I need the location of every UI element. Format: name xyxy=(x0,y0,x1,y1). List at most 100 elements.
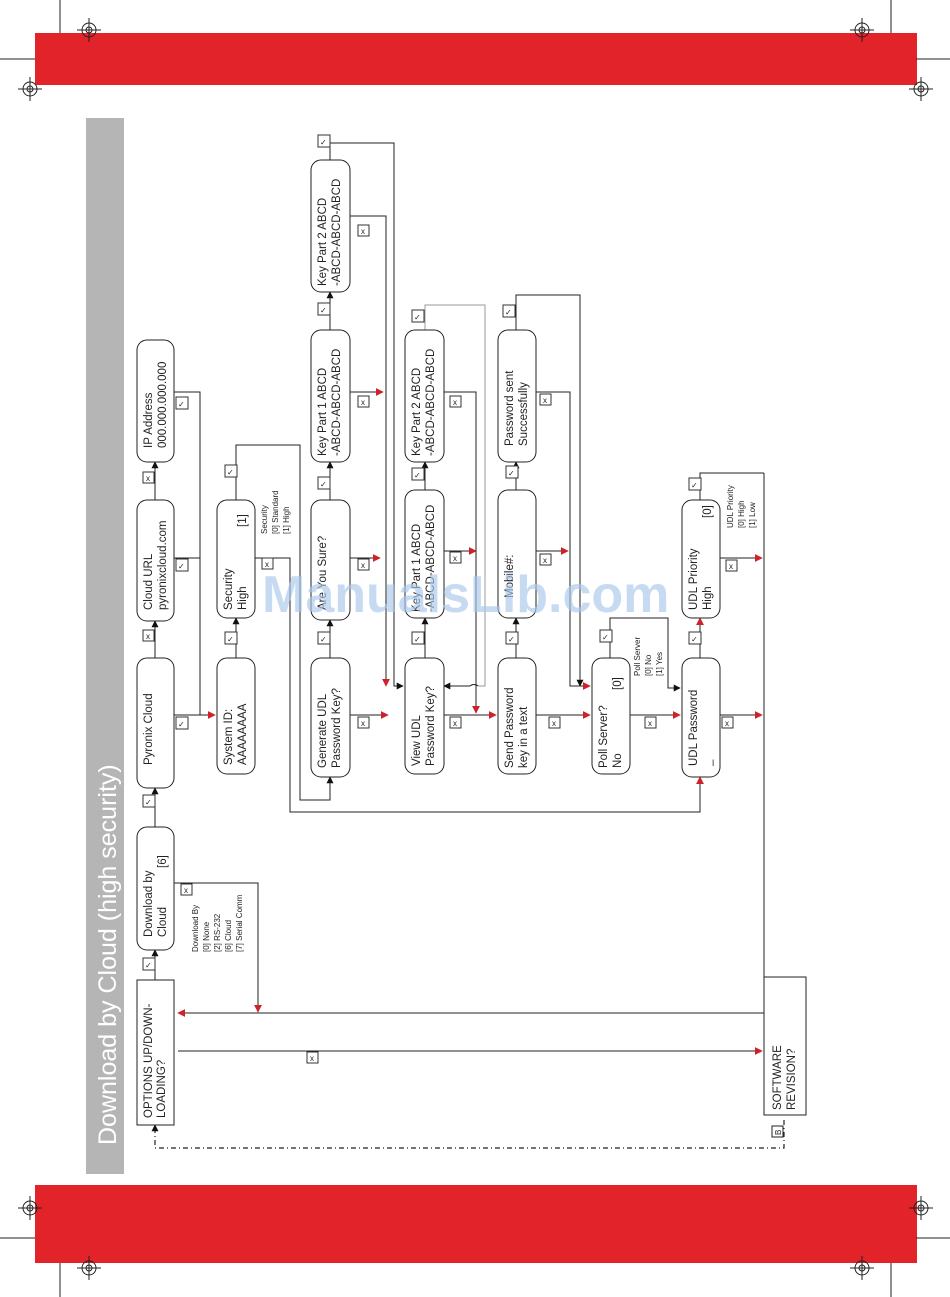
svg-text:x: x xyxy=(146,632,150,641)
sec-opt-1: [0] Standard xyxy=(271,490,280,534)
options-udl-priority: UDL Priority [0] High [1] Low xyxy=(726,485,757,528)
cloud-url-line-2: pyronixcloud.com xyxy=(157,521,169,610)
options-line-2: LOADING? xyxy=(156,1060,168,1118)
options-security: Security [0] Standard [1] High xyxy=(260,490,291,534)
poll-line-1: Poll Server? xyxy=(598,705,610,768)
top-band xyxy=(35,33,917,85)
ip-line-1: IP Address xyxy=(143,392,155,448)
dl-opt-2: [2] RS-232 xyxy=(213,913,222,952)
are-you-sure-line: Are You Sure? xyxy=(317,536,329,610)
node-key-part-2-generate: Key Part 2 ABCD -ABCD-ABCD-ABCD xyxy=(310,159,351,293)
cloud-url-line-1: Cloud URL xyxy=(143,553,155,610)
svg-text:✓: ✓ xyxy=(145,798,152,807)
send-pw-line-1: Send Password xyxy=(504,687,516,768)
svg-text:✓: ✓ xyxy=(227,468,234,477)
page-title: Download by Cloud (high security) xyxy=(94,764,122,1145)
node-key-part-1-view: Key Part 1 ABCD -ABCD-ABCD-ABCD xyxy=(404,489,445,619)
svg-text:✓: ✓ xyxy=(320,306,327,315)
view-udl-line-2: Password Key? xyxy=(425,686,437,766)
software-line-2: REVISION? xyxy=(786,1049,798,1110)
pw-sent-line-1: Password sent xyxy=(504,370,516,446)
svg-text:x: x xyxy=(543,556,547,565)
svg-text:x: x xyxy=(453,398,457,407)
bottom-band xyxy=(35,1185,917,1263)
svg-text:x: x xyxy=(543,396,547,405)
svg-text:x: x xyxy=(361,398,365,407)
node-key-part-1-generate: Key Part 1 ABCD -ABCD-ABCD-ABCD xyxy=(310,329,351,463)
poll-opt-0: Poll Server xyxy=(633,637,642,676)
node-udl-priority: UDL Priority High [0] xyxy=(681,499,721,619)
options-poll-server: Poll Server [0] No [1] Yes xyxy=(633,637,664,676)
node-mobile-number: Mobile#: xyxy=(497,489,537,619)
key2b-line-1: Key Part 2 ABCD xyxy=(411,368,423,456)
view-udl-line-1: View UDL xyxy=(411,714,423,766)
options-line-1: OPTIONS UP/DOWN- xyxy=(143,1003,155,1118)
key2a-line-2: -ABCD-ABCD-ABCD xyxy=(331,179,343,286)
title-sidebar xyxy=(86,118,124,1174)
security-line-2: High xyxy=(237,586,249,610)
svg-text:x: x xyxy=(648,719,652,728)
svg-text:✓: ✓ xyxy=(320,480,327,489)
key1a-line-1: Key Part 1 ABCD xyxy=(317,368,329,456)
svg-text:✓: ✓ xyxy=(505,308,512,317)
udlp-opt-1: [0] High xyxy=(737,500,746,528)
svg-text:x: x xyxy=(453,719,457,728)
system-id-line-2: AAAAAAAA xyxy=(237,703,249,765)
poll-line-2: No xyxy=(612,753,624,768)
svg-text:✓: ✓ xyxy=(320,635,327,644)
svg-text:✓: ✓ xyxy=(414,313,421,322)
poll-opt-2: [1] Yes xyxy=(655,652,664,676)
key2b-line-2: -ABCD-ABCD-ABCD xyxy=(425,349,437,456)
node-udl-password: UDL Password _ xyxy=(681,657,721,778)
svg-text:✓: ✓ xyxy=(691,481,698,490)
pw-sent-line-2: Successfully xyxy=(518,382,530,446)
security-value: [1] xyxy=(237,514,249,527)
node-generate-udl: Generate UDL Password Key? xyxy=(310,657,351,778)
dl-opt-3: [6] Cloud xyxy=(224,920,233,952)
download-by-line-1: Download by xyxy=(143,870,155,937)
key1b-line-2: -ABCD-ABCD-ABCD xyxy=(425,505,437,612)
svg-text:x: x xyxy=(361,719,365,728)
udl-pw-cursor: _ xyxy=(702,759,714,767)
send-pw-line-2: key in a text xyxy=(518,706,530,768)
udl-pw-line-1: UDL Password xyxy=(688,690,700,766)
svg-text:x: x xyxy=(184,886,188,895)
udl-priority-value: [0] xyxy=(702,505,714,518)
svg-text:✓: ✓ xyxy=(178,400,185,409)
key1a-line-2: -ABCD-ABCD-ABCD xyxy=(331,349,343,456)
key1b-line-1: Key Part 1 ABCD xyxy=(411,524,423,612)
b-connector-label: B xyxy=(774,1130,783,1135)
svg-text:x: x xyxy=(265,560,269,569)
udl-priority-line-2: High xyxy=(702,586,714,610)
mobile-line: Mobile#: xyxy=(504,555,516,598)
security-line-1: Security xyxy=(223,568,235,610)
node-system-id: System ID: AAAAAAAA xyxy=(216,657,256,775)
svg-text:✓: ✓ xyxy=(320,138,327,147)
svg-text:x: x xyxy=(729,562,733,571)
tick-icon: ✓ ✓ ✓ ✓ ✓ ✓ ✓ ✓ ✓ ✓ ✓ ✓ ✓ ✓ ✓ ✓ ✓ ✓ ✓ ✓ xyxy=(142,134,702,971)
svg-text:✓: ✓ xyxy=(414,471,421,480)
sec-opt-0: Security xyxy=(260,505,269,534)
options-download-by: Download By [0] None [2] RS-232 [6] Clou… xyxy=(191,894,244,952)
node-pyronix-cloud: Pyronix Cloud xyxy=(136,657,175,789)
node-poll-server: Poll Server? No [0] xyxy=(591,657,631,775)
download-by-value: [6] xyxy=(157,855,169,868)
udlp-opt-2: [1] Low xyxy=(748,502,757,528)
udl-priority-line-1: UDL Priority xyxy=(688,548,700,610)
svg-text:✓: ✓ xyxy=(178,562,185,571)
svg-text:✓: ✓ xyxy=(145,961,152,970)
node-cloud-url: Cloud URL pyronixcloud.com xyxy=(136,499,175,622)
node-are-you-sure: Are You Sure? xyxy=(310,499,351,621)
svg-text:✓: ✓ xyxy=(602,633,609,642)
poll-opt-1: [0] No xyxy=(644,654,653,676)
svg-text:x: x xyxy=(725,719,729,728)
watermark: ManualsLib.com xyxy=(262,566,669,624)
pyronix-cloud-line: Pyronix Cloud xyxy=(143,693,155,765)
key2a-line-1: Key Part 2 ABCD xyxy=(317,198,329,286)
svg-text:✓: ✓ xyxy=(227,635,234,644)
svg-text:x: x xyxy=(552,719,556,728)
key-markers: ✓ ✓ ✓ ✓ ✓ ✓ ✓ ✓ ✓ ✓ ✓ ✓ ✓ ✓ ✓ ✓ ✓ ✓ ✓ ✓ … xyxy=(142,134,738,1064)
dl-opt-4: [7] Serial Comm xyxy=(235,894,244,952)
